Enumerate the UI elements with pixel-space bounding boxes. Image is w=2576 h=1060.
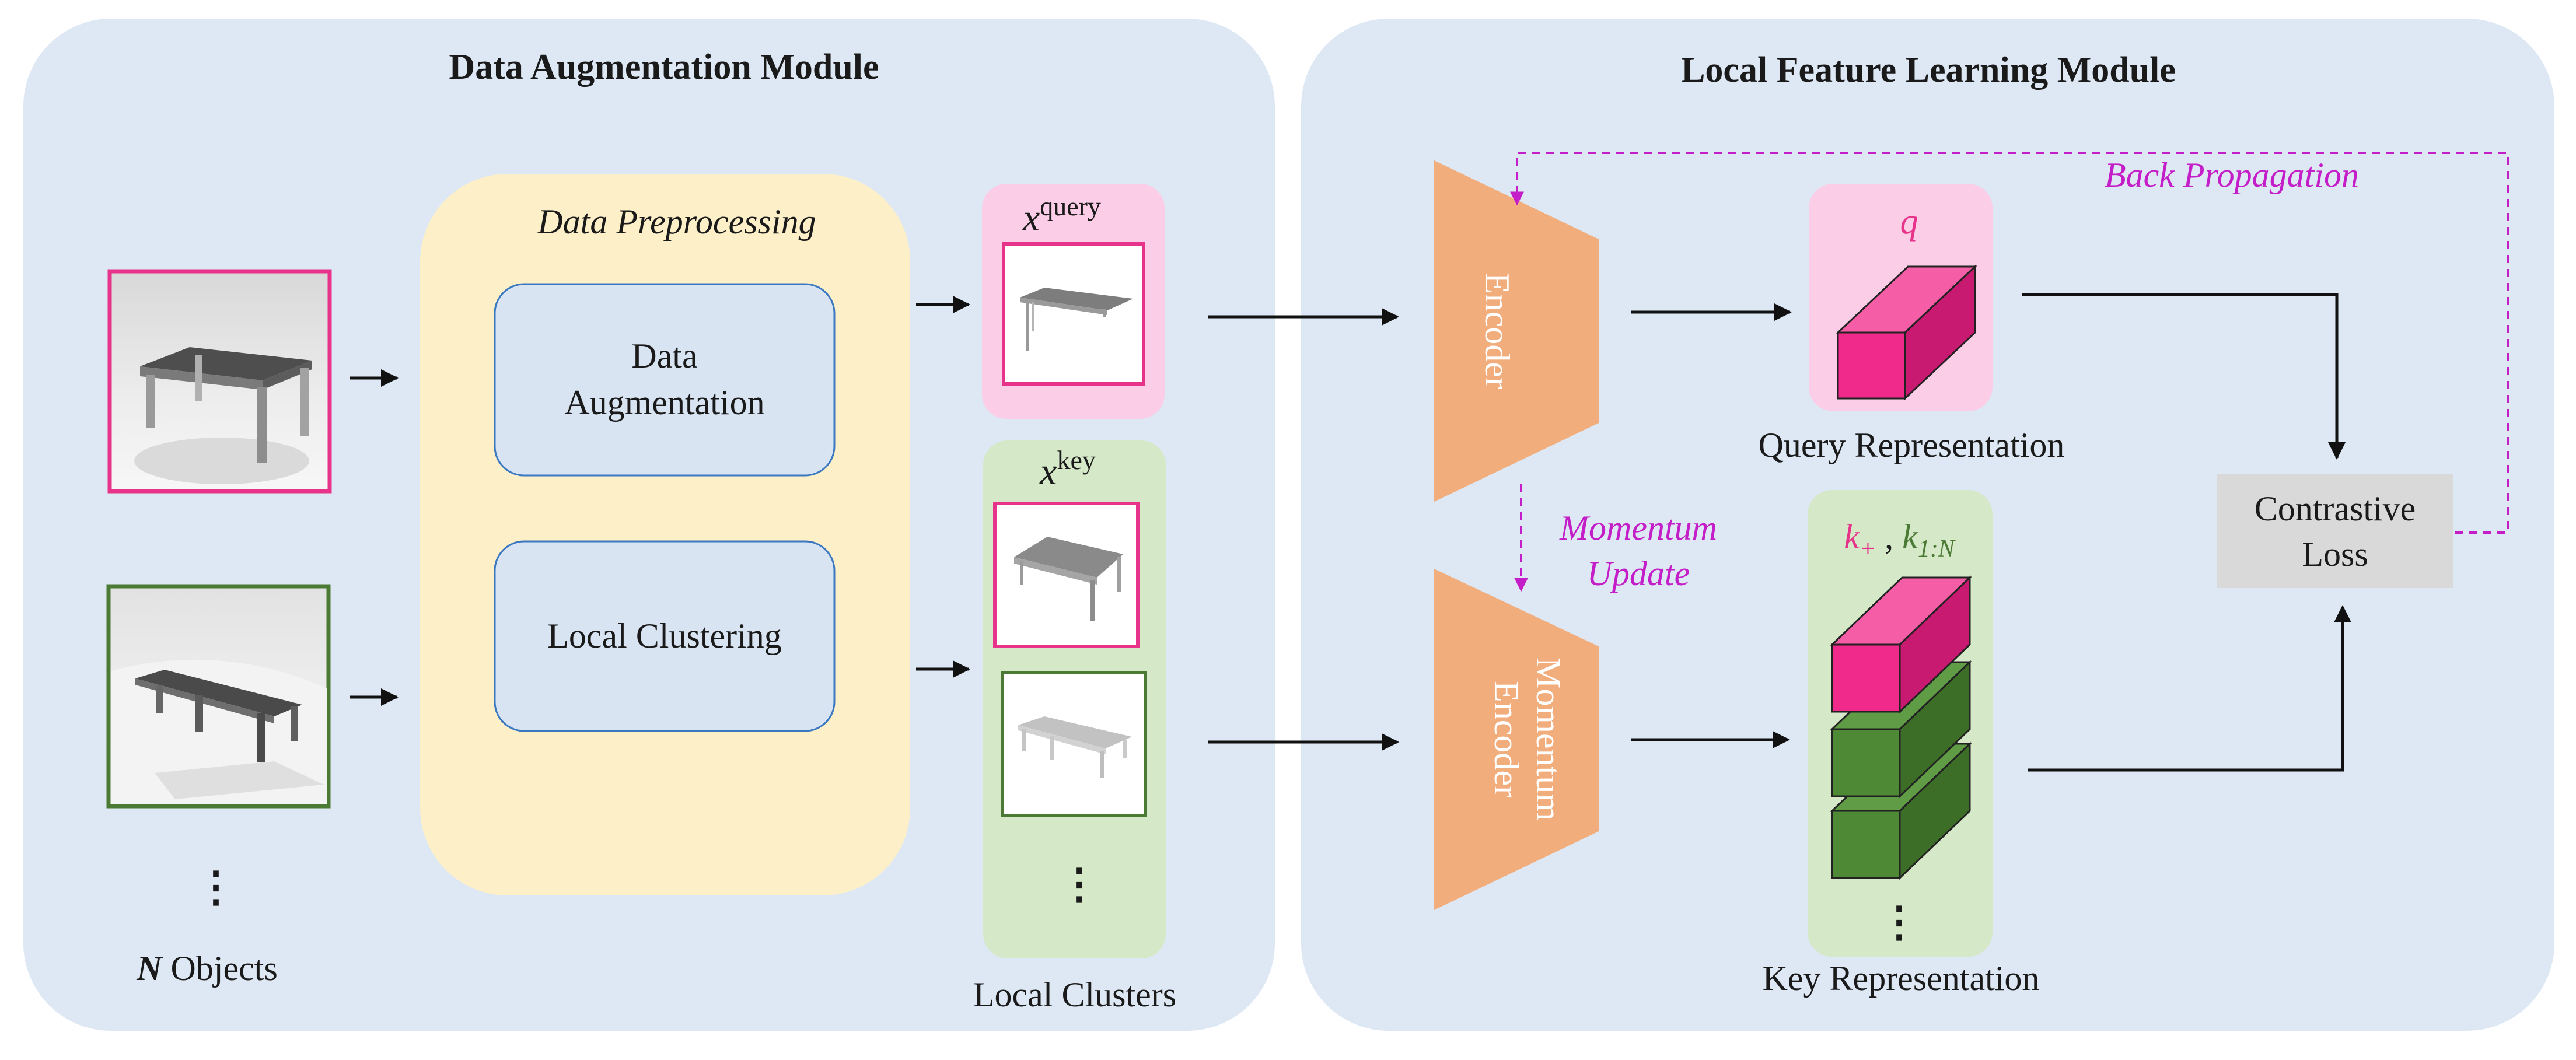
key-cluster-ellipsis: ⋮ xyxy=(1058,861,1100,908)
data-preprocessing-block xyxy=(420,174,910,895)
data-augmentation-label-2: Augmentation xyxy=(564,383,764,422)
query-representation-caption: Query Representation xyxy=(1759,426,2065,464)
key-cluster-pointcloud-positive xyxy=(993,502,1140,648)
objects-caption: N Objects xyxy=(136,949,278,988)
query-cluster-pointcloud xyxy=(1002,242,1145,386)
key-symbols: k+ , k1:N xyxy=(1844,517,1956,562)
key-cluster-pointcloud-negative xyxy=(1001,671,1147,817)
object-thumbnail-2 xyxy=(106,584,331,809)
key-representation-caption: Key Representation xyxy=(1763,959,2040,998)
data-preprocessing-title: Data Preprocessing xyxy=(537,202,816,241)
key-representation-ellipsis: ⋮ xyxy=(1878,899,1920,946)
back-propagation-label: Back Propagation xyxy=(2105,156,2359,194)
data-augmentation-box xyxy=(494,283,836,477)
query-symbol: q xyxy=(1900,202,1918,242)
momentum-encoder-block xyxy=(1434,569,1599,910)
data-augmentation-title: Data Augmentation Module xyxy=(449,47,879,87)
local-clusters-caption: Local Clusters xyxy=(973,975,1176,1014)
objects-ellipsis: ⋮ xyxy=(195,864,237,911)
local-clustering-box xyxy=(494,540,836,732)
local-feature-learning-title: Local Feature Learning Module xyxy=(1681,50,2176,90)
data-augmentation-label-1: Data xyxy=(631,337,697,375)
key-positive-cube xyxy=(1830,575,1972,714)
key-cluster-label: xkey xyxy=(1039,445,1096,493)
contrastive-loss-label-1: Contrastive xyxy=(2255,489,2416,528)
momentum-encoder-label: MomentumEncoder xyxy=(1487,657,1568,821)
momentum-update-label-2: Update xyxy=(1587,554,1690,593)
contrastive-loss-box xyxy=(2217,474,2453,588)
encoder-block xyxy=(1434,160,1599,502)
arrow-key-rep-to-loss xyxy=(2028,605,2351,772)
query-cluster-label: xquery xyxy=(1022,191,1101,239)
local-clustering-label: Local Clustering xyxy=(547,617,782,655)
momentum-update-label-1: Momentum xyxy=(1559,509,1717,547)
arrow-query-rep-to-loss xyxy=(2022,293,2346,460)
contrastive-loss-label-2: Loss xyxy=(2302,535,2368,573)
encoder-label: Encoder xyxy=(1478,272,1516,389)
object-thumbnail-1 xyxy=(107,269,332,494)
back-propagation-arrow xyxy=(1510,152,2509,534)
query-cube xyxy=(1836,264,1977,401)
